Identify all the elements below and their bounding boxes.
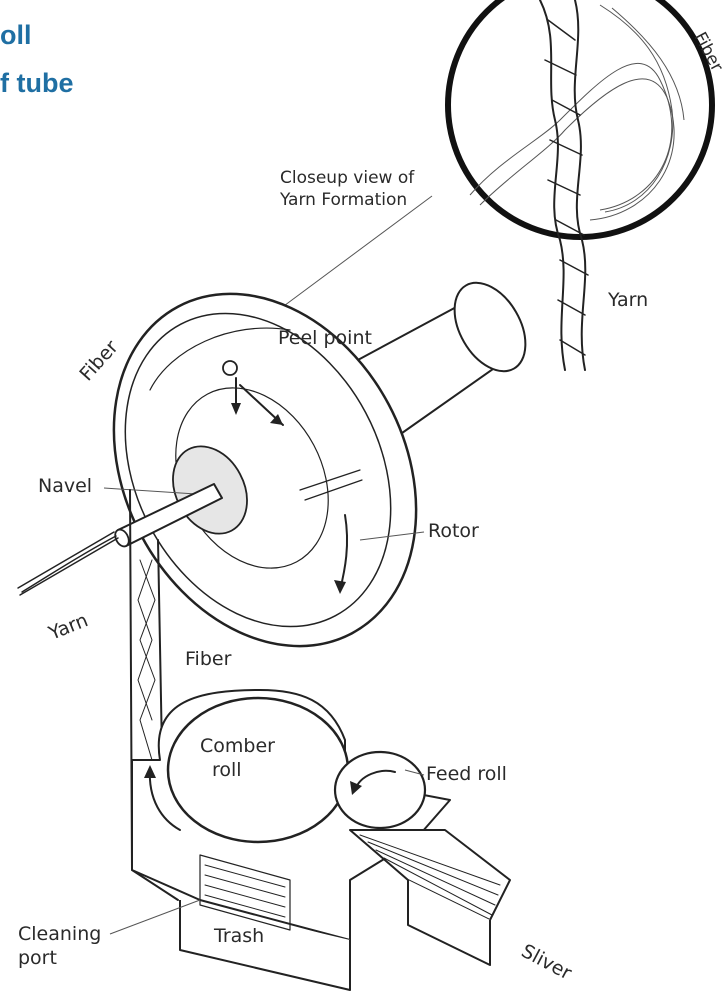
feed-roll-label: Feed roll (426, 763, 507, 785)
cleaning-port-label-line-2: port (18, 947, 57, 969)
rotor-label: Rotor (428, 520, 479, 542)
fiber-label-left: Fiber (75, 336, 123, 385)
closeup-leader-line (265, 196, 432, 320)
closeup-caption-line-2: Yarn Formation (279, 190, 407, 210)
peel-point-label: Peel point (278, 327, 372, 349)
yarn-label-closeup: Yarn (607, 289, 648, 311)
heading-line-1: oll (0, 22, 32, 49)
heading-line-2: f tube (0, 70, 74, 97)
comber-roll-label-line-1: Comber (200, 735, 275, 757)
feed-roll (335, 752, 425, 828)
yarn-label-left: Yarn (45, 609, 91, 645)
cleaning-port-label-line-1: Cleaning (18, 923, 101, 945)
fiber-label-mid: Fiber (185, 648, 232, 670)
rotor-disc (55, 241, 476, 699)
sliver-label: Sliver (518, 940, 576, 985)
sliver-feed (350, 830, 510, 965)
trash-label: Trash (213, 925, 264, 947)
navel-label: Navel (38, 475, 92, 497)
comber-roll-label-line-2: roll (212, 759, 242, 781)
closeup-caption-line-1: Closeup view of (280, 168, 415, 188)
